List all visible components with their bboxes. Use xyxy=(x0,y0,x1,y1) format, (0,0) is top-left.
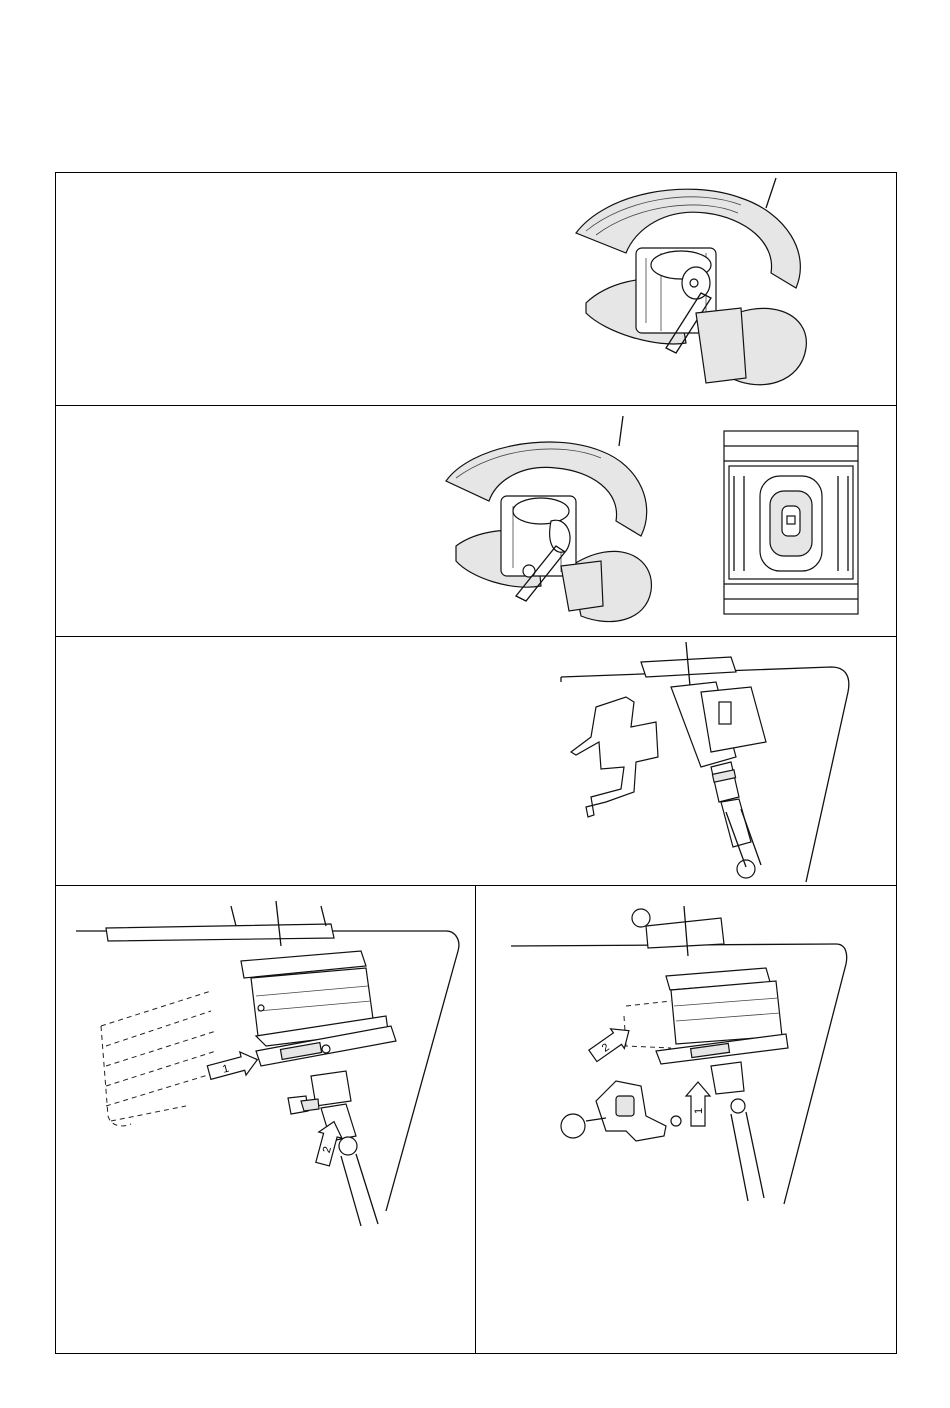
step-4-row: 1 2 xyxy=(56,886,896,1353)
step-4b-panel: 2 1 xyxy=(476,886,896,1353)
svg-text:1: 1 xyxy=(693,1108,705,1114)
detail-inset xyxy=(724,431,858,614)
arrow-b1: 1 xyxy=(686,1082,710,1126)
guard-illustration-1 xyxy=(56,173,898,406)
arrow-1: 1 xyxy=(206,1048,261,1084)
attach-clip-illustration: 2 1 xyxy=(476,886,896,1353)
step-4a-panel: 1 2 xyxy=(56,886,476,1353)
step-2-panel xyxy=(56,406,896,637)
step-3-panel xyxy=(56,637,896,886)
install-guard-illustration: 1 2 xyxy=(56,886,476,1353)
arrow-b2: 2 xyxy=(586,1021,636,1066)
callout-circle xyxy=(561,1114,585,1138)
trimmer-head-illustration xyxy=(56,637,898,886)
guard-illustration-2 xyxy=(56,406,898,637)
step-1-panel xyxy=(56,173,896,406)
bracket-part xyxy=(571,697,658,817)
instruction-frame: 1 2 xyxy=(55,172,897,1354)
